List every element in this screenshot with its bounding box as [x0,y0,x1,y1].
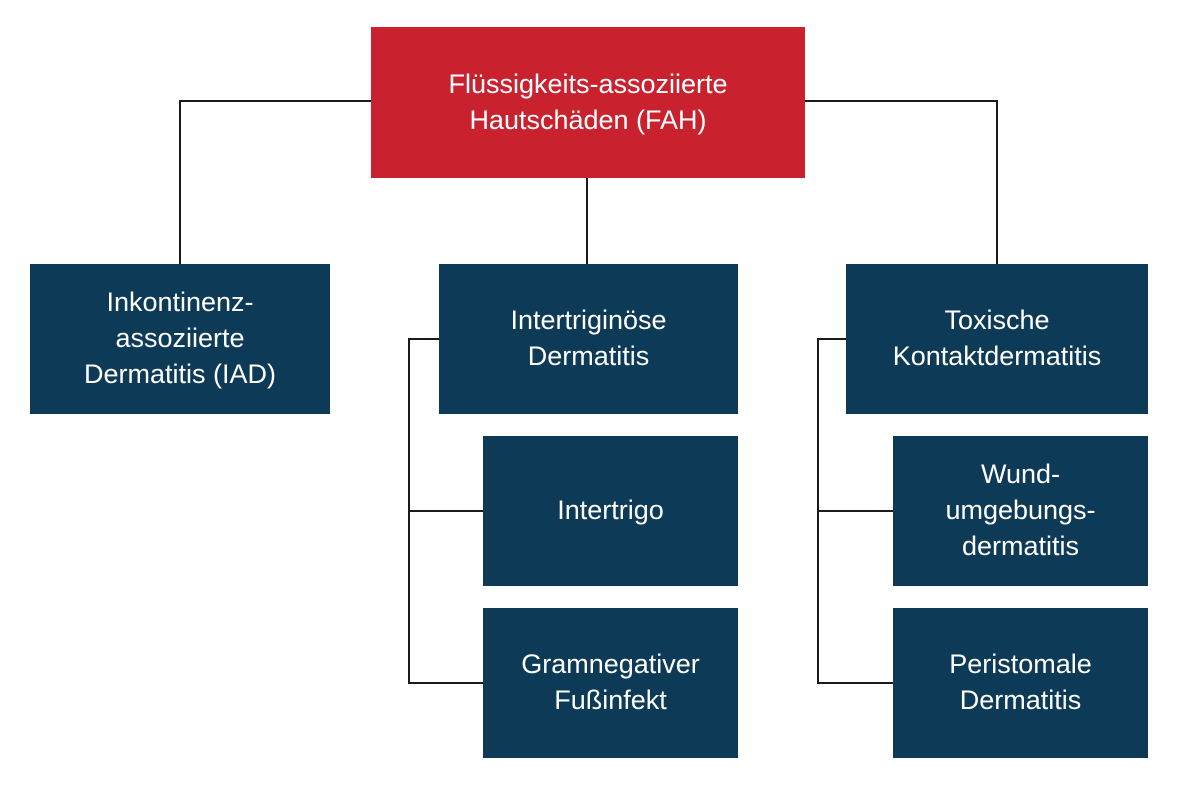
connector-peristomale-stub [817,682,893,684]
connector-root-to-iad-vertical [179,100,181,264]
connector-root-to-iad-horizontal [179,100,371,102]
connector-intertriginoese-stub [408,338,439,340]
node-gramnegativer-fussinfekt: Gramnegativer Fußinfekt [483,608,738,758]
connector-root-to-toxische-horizontal [805,100,998,102]
node-intertrigo: Intertrigo [483,436,738,586]
node-toxische-kontaktdermatitis: Toxische Kontaktdermatitis [846,264,1148,414]
connector-intertrigo-stub [408,510,483,512]
node-peristomale-dermatitis: Peristomale Dermatitis [893,608,1148,758]
node-fah-root: Flüssigkeits-assoziierte Hautschäden (FA… [371,27,805,178]
connector-wundumgebung-stub [817,510,893,512]
node-intertriginoese-dermatitis: Intertriginöse Dermatitis [439,264,738,414]
node-wundumgebungsdermatitis: Wund- umgebungs- dermatitis [893,436,1148,586]
node-inkontinenz-assoziierte-dermatitis: Inkontinenz- assoziierte Dermatitis (IAD… [30,264,330,414]
connector-root-to-toxische-vertical [996,100,998,264]
connector-gramnegativer-stub [408,682,483,684]
connector-toxische-stub [817,338,846,340]
connector-root-to-intertriginoese [586,178,588,264]
